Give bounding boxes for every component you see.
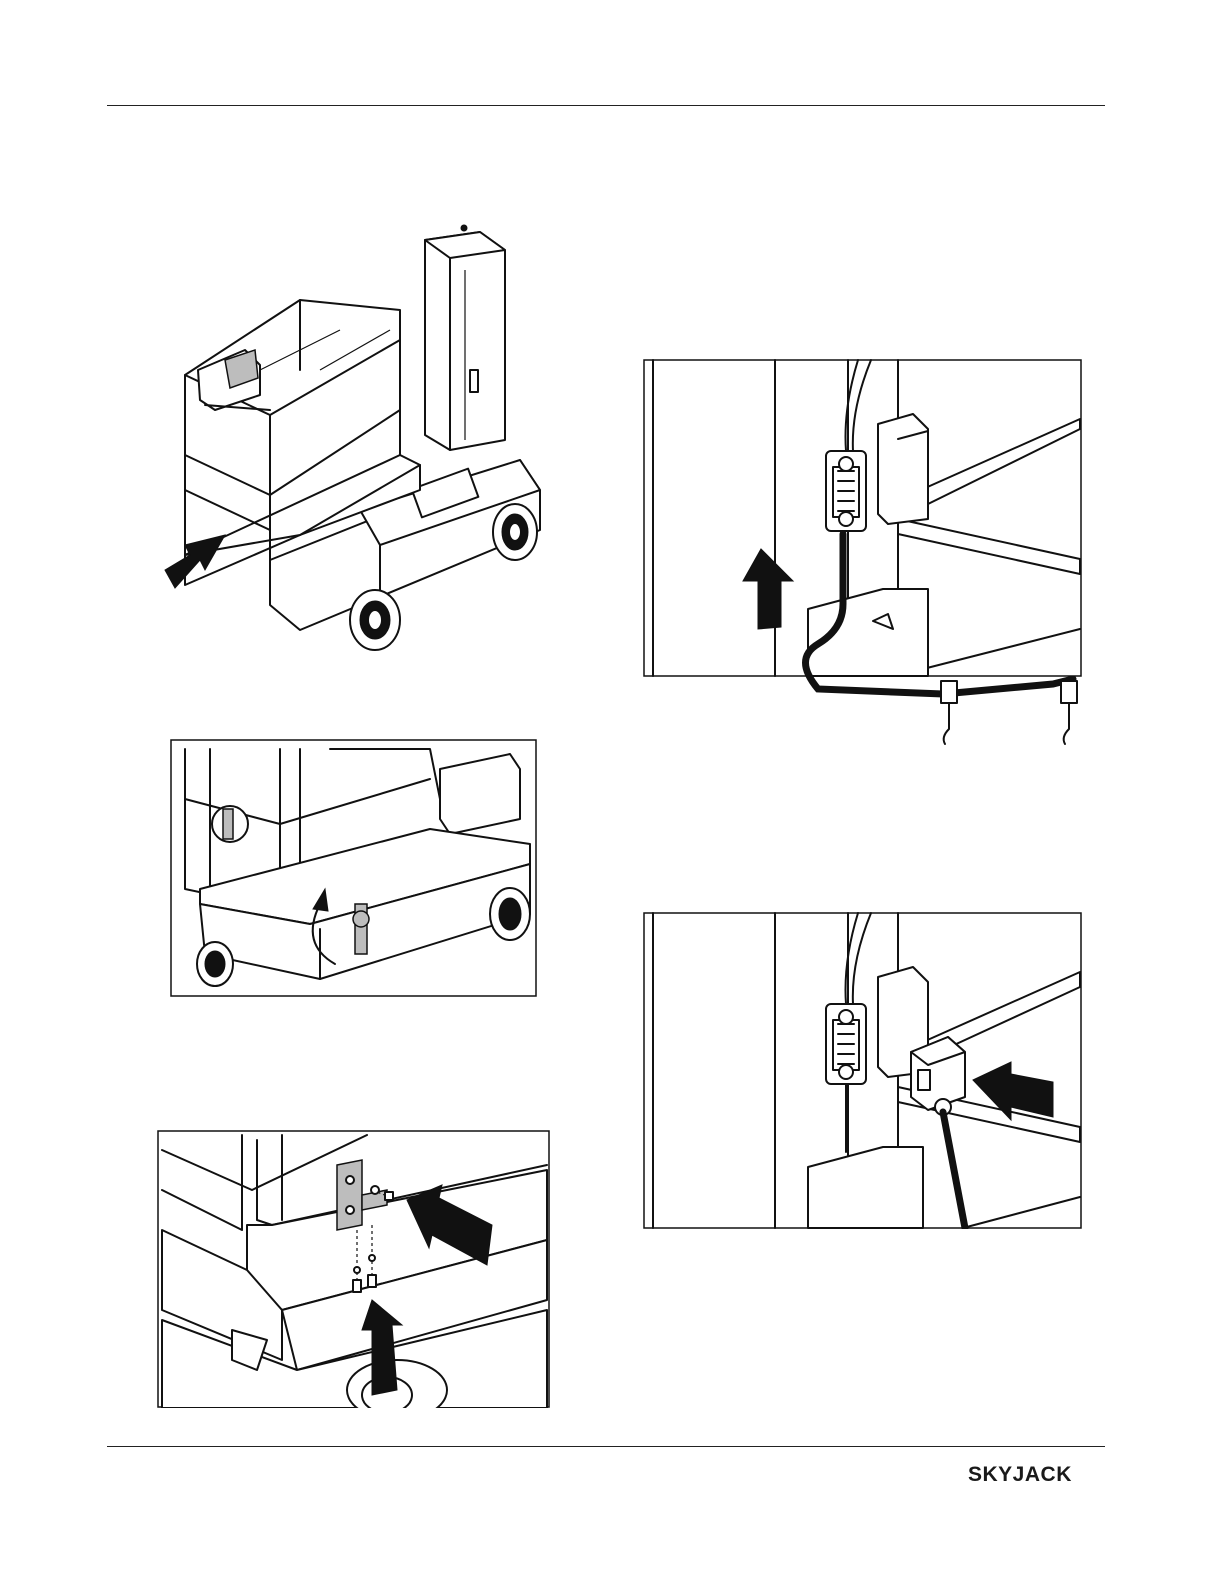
switch-box-detail-figure [643, 912, 1082, 1229]
header-rule [107, 105, 1105, 106]
pin-rotate-illustration-icon [170, 739, 537, 997]
bracket-bolt-detail-figure [157, 1130, 550, 1408]
bracket-install-illustration-icon [157, 1130, 550, 1408]
cable-connector-detail-figure [643, 359, 1093, 749]
footer-rule [107, 1446, 1105, 1447]
switch-box-illustration-icon [643, 912, 1082, 1229]
connector-lift-illustration-icon [643, 359, 1093, 749]
skyjack-logo-icon: SKYJACK [968, 1462, 1104, 1484]
brand-logo-text: SKYJACK [968, 1463, 1072, 1484]
gate-pin-detail-figure [170, 739, 537, 997]
platform-lift-illustration-icon [160, 210, 560, 660]
platform-overview-figure [160, 210, 560, 660]
brand-logo: SKYJACK [968, 1462, 1104, 1484]
